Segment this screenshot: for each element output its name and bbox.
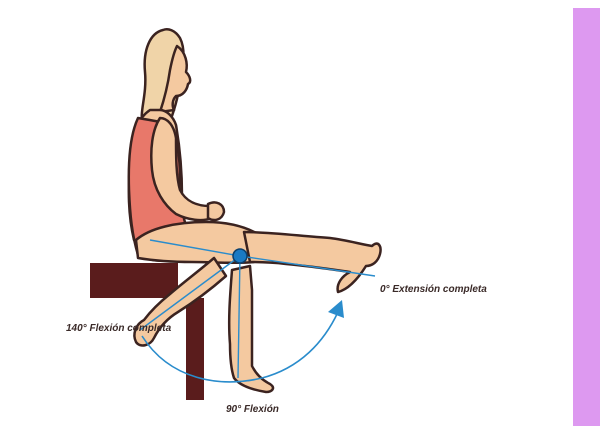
stool-leg <box>186 298 204 400</box>
stool-seat <box>90 263 178 298</box>
extension-label: 0° Extensión completa <box>380 284 487 295</box>
extended-leg <box>244 232 381 292</box>
vertical-leg <box>229 266 273 392</box>
knee-joint-marker-icon <box>233 249 247 263</box>
woman-figure <box>129 29 381 392</box>
side-panel <box>573 8 600 426</box>
full-flexion-label: 140° Flexión completa <box>66 323 171 334</box>
hand <box>208 202 224 220</box>
ninety-flexion-label: 90° Flexión <box>226 404 279 415</box>
